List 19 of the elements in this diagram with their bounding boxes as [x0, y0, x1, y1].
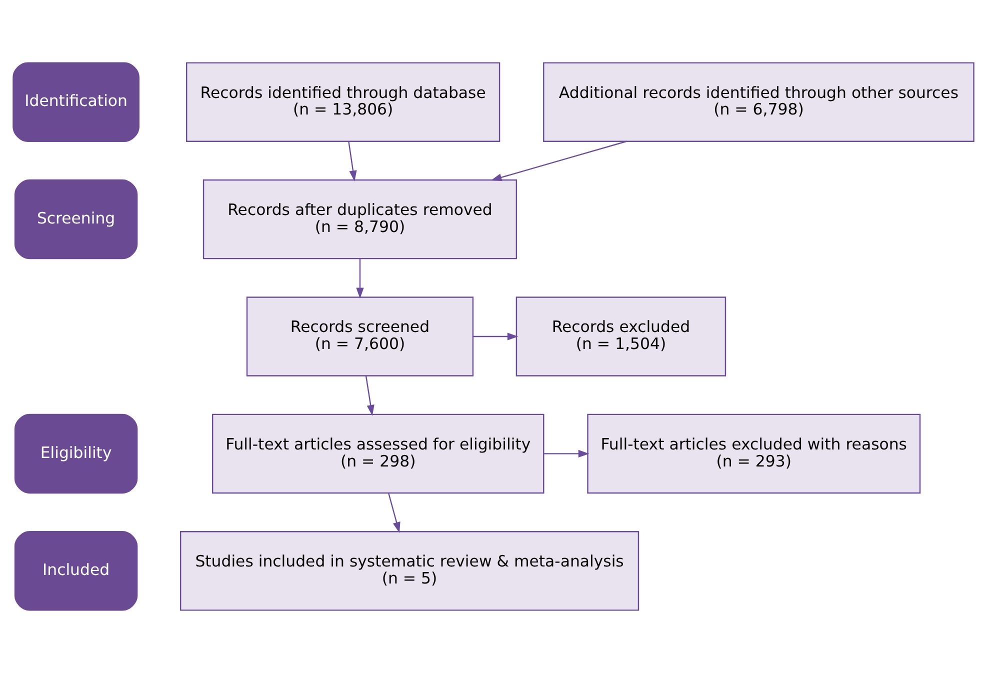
- node-box: Records after duplicates removed (n = 8,790): [202, 179, 518, 260]
- node-box: Records excluded (n = 1,504): [516, 296, 726, 376]
- node-box: Screening: [14, 179, 138, 260]
- arrow: [388, 492, 400, 533]
- node-box: Eligibility: [14, 414, 138, 494]
- node-box: Additional records identified through other sources (n = 6,798): [543, 62, 974, 142]
- node-box: Included: [14, 531, 138, 611]
- node-box: Full-text articles excluded with reasons (n = 293): [587, 414, 921, 494]
- node-box: Studies included in systematic review & meta-analysis (n = 5): [180, 531, 640, 611]
- node-box: Records identified through database (n = 13,806): [186, 62, 500, 142]
- node-box: Records screened (n = 7,600): [246, 296, 474, 376]
- node-box: Identification: [12, 62, 140, 142]
- arrow: [356, 258, 364, 299]
- arrow: [348, 141, 357, 182]
- arrow: [544, 450, 590, 458]
- arrow: [490, 140, 627, 182]
- arrow: [473, 332, 518, 340]
- arrow: [365, 376, 374, 416]
- node-box: Full-text articles assessed for eligibility (n = 298): [212, 414, 544, 494]
